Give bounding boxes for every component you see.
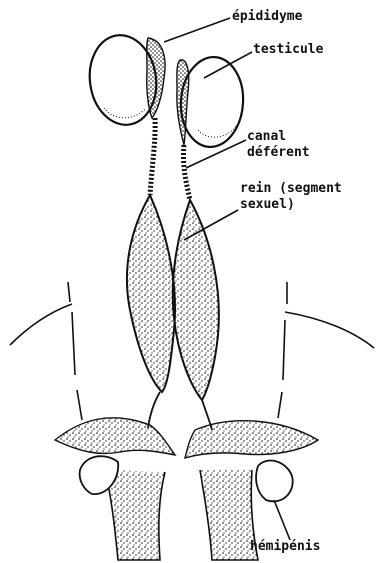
- leader-epididyme: [164, 18, 230, 42]
- left-cloacal-fold: [55, 418, 175, 455]
- label-epididyme: épididyme: [232, 9, 302, 25]
- right-vas-deferens: [183, 145, 190, 200]
- left-vas-deferens: [150, 118, 155, 195]
- label-rein-line1: rein (segment: [240, 181, 342, 197]
- right-flank-line: [278, 282, 287, 418]
- label-rein-line2: sexuel): [240, 197, 342, 213]
- right-kidney: [173, 200, 219, 400]
- label-rein-segment-sexuel: rein (segment sexuel): [240, 181, 342, 213]
- label-canal-line2: déférent: [247, 145, 310, 161]
- label-testicule: testicule: [253, 42, 323, 58]
- left-kidney: [127, 195, 175, 392]
- leader-hemipenis: [274, 500, 290, 540]
- left-tail-base: [105, 470, 165, 560]
- label-hemipenis: hémipénis: [250, 539, 320, 555]
- left-shoulder-line: [10, 304, 72, 345]
- label-canal-line1: canal: [247, 129, 310, 145]
- label-canal-deferent: canal déférent: [247, 129, 310, 161]
- left-epididymis: [147, 38, 165, 118]
- right-hemipenis: [256, 461, 293, 502]
- left-duct: [148, 392, 160, 428]
- right-shoulder-line: [285, 312, 374, 348]
- right-cloacal-fold: [185, 421, 318, 458]
- left-flank-line: [68, 282, 82, 420]
